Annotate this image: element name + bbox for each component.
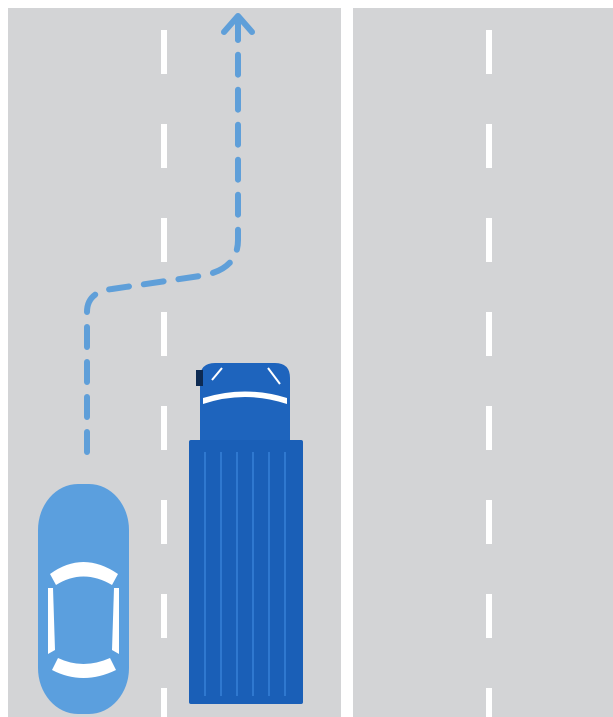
car-top-view-icon — [38, 484, 129, 714]
truck-cab — [200, 363, 290, 440]
truck-mirror — [196, 370, 203, 386]
truck-top-view-icon — [189, 363, 303, 704]
road-right-surface — [353, 8, 613, 717]
road-right — [353, 8, 613, 717]
